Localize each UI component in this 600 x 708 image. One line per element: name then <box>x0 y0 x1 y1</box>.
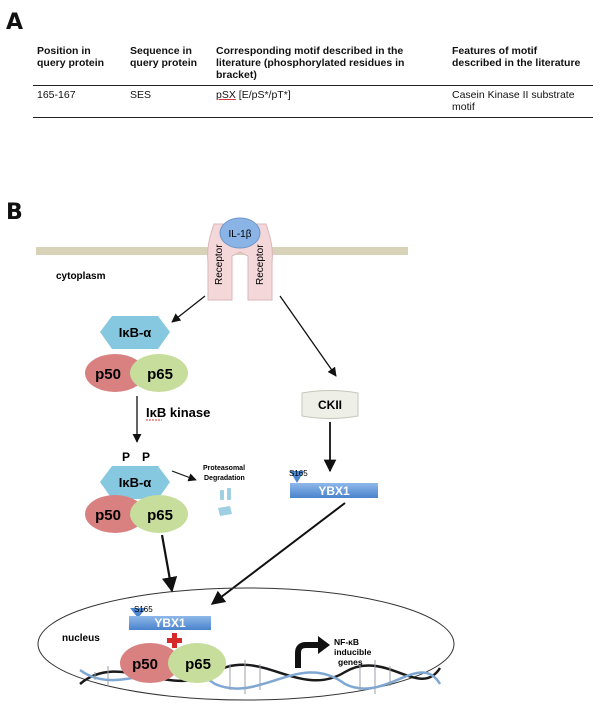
arrow-receptor-to-ikba <box>171 295 206 323</box>
il1b-ligand <box>219 217 261 249</box>
s165-cyto-label: S165 <box>289 469 308 478</box>
dna-base-pairs <box>94 660 391 694</box>
p50-top-label: p50 <box>95 366 121 383</box>
p65-mid <box>130 495 188 533</box>
nucleus-envelope <box>37 587 455 701</box>
p65-top <box>130 354 188 392</box>
nfkb-label-2: inducible <box>334 647 372 657</box>
p65-top-label: p65 <box>147 366 173 383</box>
ikba-mid-label: IκB-α <box>119 475 152 490</box>
motif-main: pSX <box>216 89 236 102</box>
ybx1-cyto-label: YBX1 <box>318 484 350 498</box>
phospho-p1: P <box>122 450 130 464</box>
phospho-p2: P <box>142 450 150 464</box>
nfkb-label-1: NF-κB <box>334 637 359 647</box>
s165-triangle-nuc <box>130 608 146 618</box>
il1b-label: IL-1β <box>229 229 252 240</box>
nfkb-label-3: genes <box>338 657 363 667</box>
receptor-complex <box>207 223 273 301</box>
cell-sequence: SES <box>126 85 212 119</box>
cell-position: 165-167 <box>33 85 126 119</box>
ikba-top-label: IκB-α <box>119 325 152 340</box>
motif-table: Position in query protein Sequence in qu… <box>33 44 593 119</box>
p65-nuc-label: p65 <box>185 656 211 673</box>
cell-feature: Casein Kinase II substrate motif <box>448 85 593 119</box>
proteasomal-label: Proteasomal <box>203 465 245 472</box>
ikb-kinase-label: IκB kinase <box>146 405 210 420</box>
transcription-arrow-shaft <box>295 642 318 668</box>
table-row: 165-167 SES pSX [E/pS*/pT*] Casein Kinas… <box>33 85 593 119</box>
ybx1-nuc-bar <box>129 616 211 630</box>
nucleus-label: nucleus <box>62 633 100 644</box>
panel-label-a: A <box>6 10 24 35</box>
ikba-hexagon-mid <box>100 466 170 499</box>
panel-label-b: B <box>6 200 23 225</box>
fragment-2 <box>227 488 231 500</box>
p65-mid-label: p65 <box>147 507 173 524</box>
motif-bracket: [E/pS*/pT*] <box>235 89 291 102</box>
ybx1-cyto-bar <box>290 483 378 498</box>
s165-triangle-cyto <box>290 471 304 483</box>
header-position: Position in query protein <box>33 44 126 87</box>
p50-top <box>85 354 145 392</box>
header-sequence: Sequence in query protein <box>126 44 212 87</box>
p50-nuc-label: p50 <box>132 656 158 673</box>
table-header-row: Position in query protein Sequence in qu… <box>33 44 593 87</box>
ybx1-nuc-label: YBX1 <box>154 616 186 630</box>
p50-mid-label: p50 <box>95 507 121 524</box>
receptor-left-label: Receptor <box>214 244 225 285</box>
header-motif: Corresponding motif described in the lit… <box>212 44 448 87</box>
arrow-complex-to-nucleus <box>160 534 178 593</box>
fragment-1 <box>220 490 224 500</box>
motif-table-container: Position in query protein Sequence in qu… <box>33 44 593 119</box>
receptor-right-label: Receptor <box>255 244 266 285</box>
fragment-3 <box>218 506 232 516</box>
ckii-label: CKII <box>318 398 342 412</box>
plus-horizontal <box>167 638 182 643</box>
arrow-ybx1-to-nucleus <box>210 502 346 605</box>
arrow-receptor-to-ckii <box>279 295 337 377</box>
transcription-arrow-head <box>318 636 330 654</box>
ikba-hexagon-top <box>100 316 170 349</box>
p50-nuc <box>120 643 180 683</box>
p50-mid <box>85 495 145 533</box>
ckii-box <box>301 390 359 419</box>
header-features: Features of motif described in the liter… <box>448 44 593 87</box>
p65-nuc <box>168 643 226 683</box>
cytoplasm-label: cytoplasm <box>56 271 106 282</box>
plus-text: + <box>0 0 1 1</box>
degradation-label: Degradation <box>204 475 245 482</box>
arrow-degradation <box>171 470 197 482</box>
s165-nuc-label: S165 <box>134 605 153 614</box>
cell-motif: pSX [E/pS*/pT*] <box>212 85 448 119</box>
